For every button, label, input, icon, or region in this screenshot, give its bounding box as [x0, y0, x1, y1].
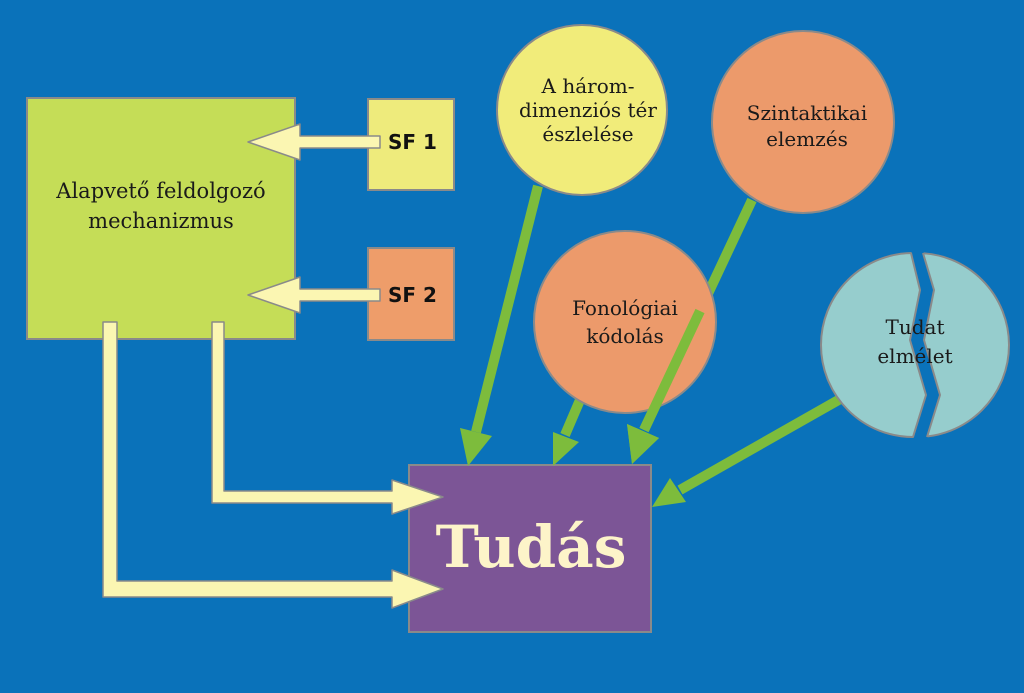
arrow-main-to-tudas-lower [102, 321, 444, 609]
tudat-line1: Tudat [886, 315, 945, 339]
main-box-label-line2: mechanizmus [88, 209, 234, 233]
arrow-main-to-tudas-upper [211, 321, 444, 515]
tudas-box: Tudás [408, 464, 652, 633]
sf2-label: SF 2 [388, 283, 437, 307]
arrow-sf2-to-main [247, 276, 381, 314]
fonologiai-line2: kódolás [586, 324, 664, 348]
circle-harom: A három- dimenziós tér észlelése [496, 24, 668, 196]
sf1-label: SF 1 [388, 130, 437, 154]
main-box-label-line1: Alapvető feldolgozó [55, 179, 265, 203]
harom-line3: észlelése [542, 122, 633, 146]
fonologiai-line1: Fonológiai [572, 296, 678, 320]
arrow-harom-to-tudas [471, 184, 543, 434]
tudat-crack-right [922, 252, 942, 438]
sf2-box: SF 2 [367, 247, 455, 341]
tudas-label: Tudás [436, 513, 627, 581]
arrowhead-tudat [652, 478, 686, 507]
arrow-fonologiai-to-tudas [560, 398, 585, 437]
arrow-tudat-to-tudas [677, 393, 845, 495]
arrowhead-fonologiai [553, 432, 579, 466]
tudat-crack-left [908, 252, 928, 438]
harom-line1: A három- [541, 74, 635, 98]
arrow-sf1-to-main [247, 123, 381, 161]
szintaktikai-line2: elemzés [766, 127, 848, 151]
circle-tudat: Tudat elmélet [820, 252, 1010, 438]
main-mechanism-box: Alapvető feldolgozó mechanizmus [26, 97, 296, 340]
tudat-line2: elmélet [877, 344, 952, 368]
harom-line2: dimenziós tér [519, 98, 657, 122]
arrowhead-szintaktikai-overlay [627, 424, 659, 464]
circle-fonologiai: Fonológiai kódolás [533, 230, 717, 414]
circle-szintaktikai: Szintaktikai elemzés [711, 30, 895, 214]
sf1-box: SF 1 [367, 98, 455, 191]
arrowhead-harom [460, 428, 492, 466]
szintaktikai-line1: Szintaktikai [747, 101, 867, 125]
arrow-szintaktikai-overlay [639, 308, 705, 433]
